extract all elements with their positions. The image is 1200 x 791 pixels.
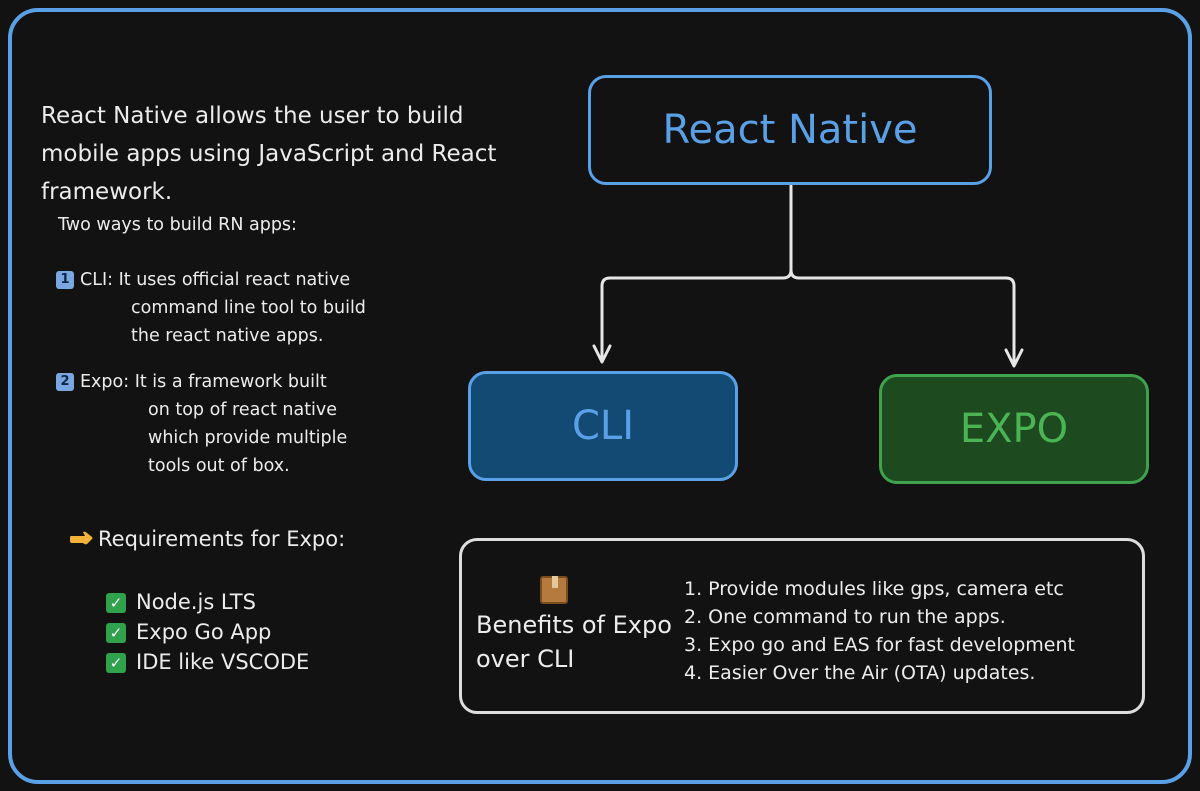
pointing-right-icon	[70, 527, 98, 551]
ways-title: Two ways to build RN apps:	[58, 215, 297, 235]
benefits-title: Benefits of Expo over CLI	[476, 611, 672, 673]
requirement-item: ✓ IDE like VSCODE	[106, 647, 309, 677]
check-mark-icon: ✓	[106, 653, 126, 673]
requirements-heading: Requirements for Expo:	[70, 527, 345, 551]
requirement-label: IDE like VSCODE	[136, 650, 310, 674]
way-desc: tools out of box.	[148, 456, 290, 476]
way-desc: on top of react native	[148, 400, 338, 420]
node-react-native: React Native	[588, 75, 992, 185]
arrowhead-left	[592, 344, 612, 364]
way-desc: It is a framework built	[134, 372, 327, 392]
check-mark-icon: ✓	[106, 593, 126, 613]
node-cli: CLI	[468, 371, 738, 481]
way-desc: which provide multiple	[148, 428, 348, 448]
way-label: Expo:	[80, 372, 130, 392]
way-desc: It uses official react native	[118, 270, 351, 290]
keycap-one-icon: 1	[56, 271, 74, 289]
requirement-item: ✓ Node.js LTS	[106, 587, 309, 617]
node-expo: EXPO	[879, 374, 1149, 484]
way-label: CLI:	[80, 270, 114, 290]
node-label: EXPO	[959, 406, 1069, 452]
connector-branch-left	[600, 268, 793, 362]
package-icon	[540, 576, 568, 604]
benefits-box	[459, 538, 1145, 714]
node-label: CLI	[571, 403, 634, 449]
intro-text: React Native allows the user to build mo…	[41, 103, 497, 205]
requirements-list: ✓ Node.js LTS ✓ Expo Go App ✓ IDE like VSCO…	[106, 587, 309, 677]
way-desc: command line tool to build	[131, 298, 366, 318]
benefit-item: 4. Easier Over the Air (OTA) updates.	[684, 662, 1036, 684]
keycap-two-icon: 2	[56, 373, 74, 391]
benefits-list: 1. Provide modules like gps, camera etc …	[684, 575, 1075, 687]
requirement-label: Expo Go App	[136, 620, 272, 644]
requirements-title: Requirements for Expo:	[98, 527, 346, 551]
way-item-cli: 1 CLI: It uses official react native comm…	[56, 266, 366, 350]
node-label: React Native	[662, 107, 918, 153]
requirement-item: ✓ Expo Go App	[106, 617, 309, 647]
arrowhead-right	[1004, 348, 1024, 368]
way-desc: the react native apps.	[131, 326, 324, 346]
connector-branch-right	[789, 268, 1016, 366]
check-mark-icon: ✓	[106, 623, 126, 643]
benefit-item: 2. One command to run the apps.	[684, 606, 1006, 628]
requirement-label: Node.js LTS	[136, 590, 256, 614]
way-item-expo: 2 Expo: It is a framework built on top of…	[56, 368, 347, 480]
benefit-item: 3. Expo go and EAS for fast development	[684, 634, 1075, 656]
benefit-item: 1. Provide modules like gps, camera etc	[684, 578, 1064, 600]
